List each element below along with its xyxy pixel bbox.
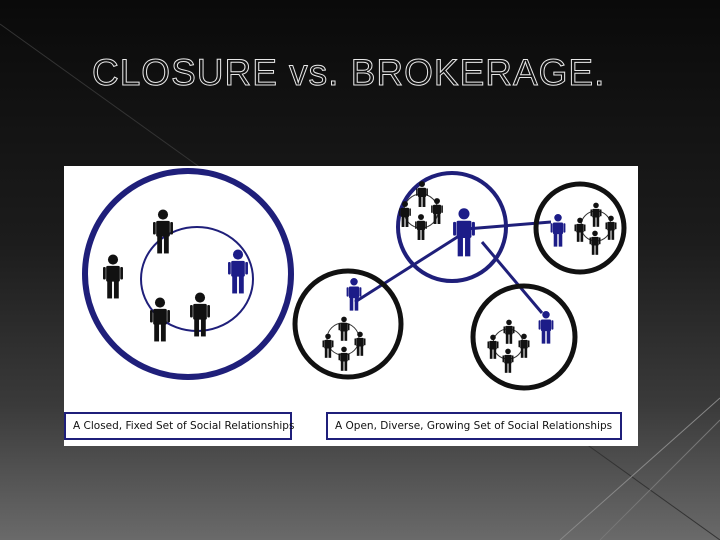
person-icon <box>322 333 334 358</box>
slide-title: CLOSURE vs. BROKERAGE. <box>91 52 606 94</box>
person-icon <box>589 230 601 255</box>
lower-left-cluster <box>292 268 404 380</box>
broker-person-icon <box>346 278 362 311</box>
person-icon <box>150 297 170 342</box>
person-icon <box>354 331 366 356</box>
person-icon <box>574 217 586 242</box>
open-network-caption: A Open, Diverse, Growing Set of Social R… <box>326 412 622 440</box>
closed-network-ring <box>82 168 294 380</box>
person-icon <box>153 209 173 254</box>
person-icon <box>502 348 514 373</box>
bridge-links <box>354 220 552 314</box>
broker-person-icon <box>538 311 554 344</box>
person-icon <box>518 333 530 358</box>
person-icon <box>338 316 350 341</box>
broker-person-icon <box>453 208 475 257</box>
broker-person-icon <box>550 214 566 247</box>
right-cluster <box>533 181 627 275</box>
network-figure: A Closed, Fixed Set of Social Relationsh… <box>64 166 638 446</box>
person-icon <box>590 202 602 227</box>
broker-person-icon <box>228 249 248 294</box>
person-icon <box>487 334 499 359</box>
closed-network-caption: A Closed, Fixed Set of Social Relationsh… <box>64 412 294 440</box>
person-icon <box>338 346 350 371</box>
lower-right-cluster <box>470 283 578 391</box>
person-icon <box>103 254 123 299</box>
person-icon <box>431 198 443 224</box>
person-icon <box>503 319 515 344</box>
closed-network <box>82 168 294 380</box>
broker-group <box>396 171 508 283</box>
